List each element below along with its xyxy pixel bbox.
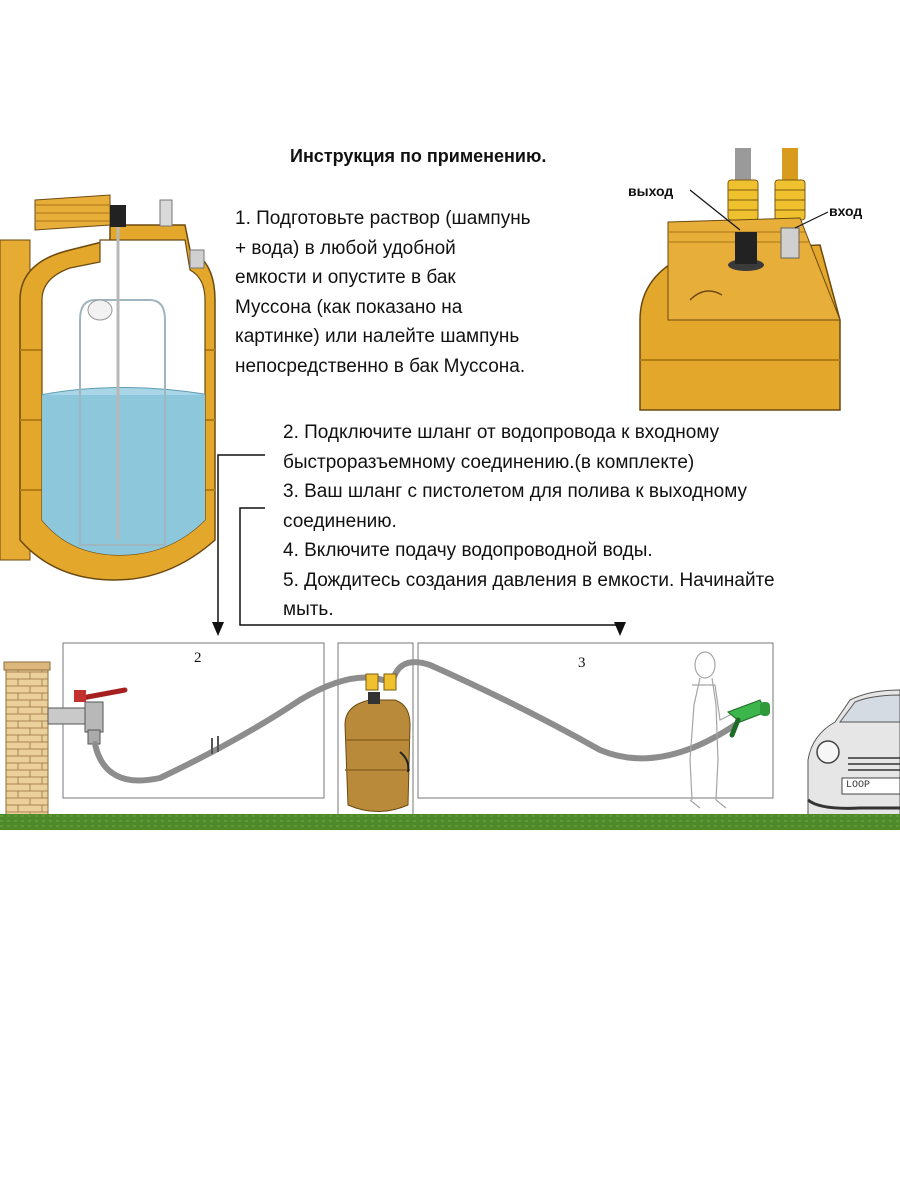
step-1-line: Муссона (как показано на (235, 296, 463, 318)
tank-top-connectors-icon (639, 148, 841, 411)
arrow-head-left (212, 622, 224, 636)
step-line: 2. Подключите шланг от водопровода к вхо… (283, 422, 720, 443)
step-line: быстроразъемному соединению.(в комплекте… (283, 451, 695, 473)
step-1-line: 1. Подготовьте раствор (шампунь (235, 208, 531, 229)
arrow-head-right (614, 622, 626, 636)
hose-joint (211, 736, 219, 754)
small-tank-icon (344, 673, 411, 812)
step-1-line: + вода) в любой удобной (235, 237, 456, 259)
step-line: 5. Дождитесь создания давления в емкости… (283, 569, 775, 591)
step-line: 4. Включите подачу водопроводной воды. (283, 540, 653, 561)
step-1-text: 1. Подготовьте раствор (шампунь + вода) … (235, 204, 531, 381)
step-1-line: емкости и опустите в бак (235, 267, 456, 288)
tank-cutaway-icon (0, 194, 216, 581)
brick-wall-icon (3, 661, 51, 819)
water-tap-icon (47, 687, 128, 745)
grass-texture (0, 815, 900, 827)
steps-2-5-text: 2. Подключите шланг от водопровода к вхо… (283, 418, 775, 625)
hose-inlet (92, 674, 386, 784)
inlet-label: вход (829, 203, 863, 219)
step-line: 3. Ваш шланг с пистолетом для полива к в… (283, 481, 748, 502)
step-line: соединению. (283, 510, 397, 532)
license-plate: LOOP (846, 780, 871, 791)
outlet-label: выход (628, 183, 674, 199)
panel-right (417, 642, 774, 799)
panel-number-left: 2 (194, 650, 202, 666)
hose-outlet (390, 659, 738, 762)
person-with-spray-gun-icon (689, 651, 741, 809)
panel-number-right: 3 (578, 655, 586, 671)
step-1-line: картинке) или налейте шампунь (235, 326, 520, 347)
car-icon (807, 689, 900, 816)
page-title: Инструкция по применению. (290, 146, 547, 166)
spray-gun-icon (727, 699, 770, 738)
connector-arrows (217, 454, 620, 626)
step-1-line: непосредственно в бак Муссона. (235, 355, 526, 377)
step-line: мыть. (283, 599, 334, 620)
